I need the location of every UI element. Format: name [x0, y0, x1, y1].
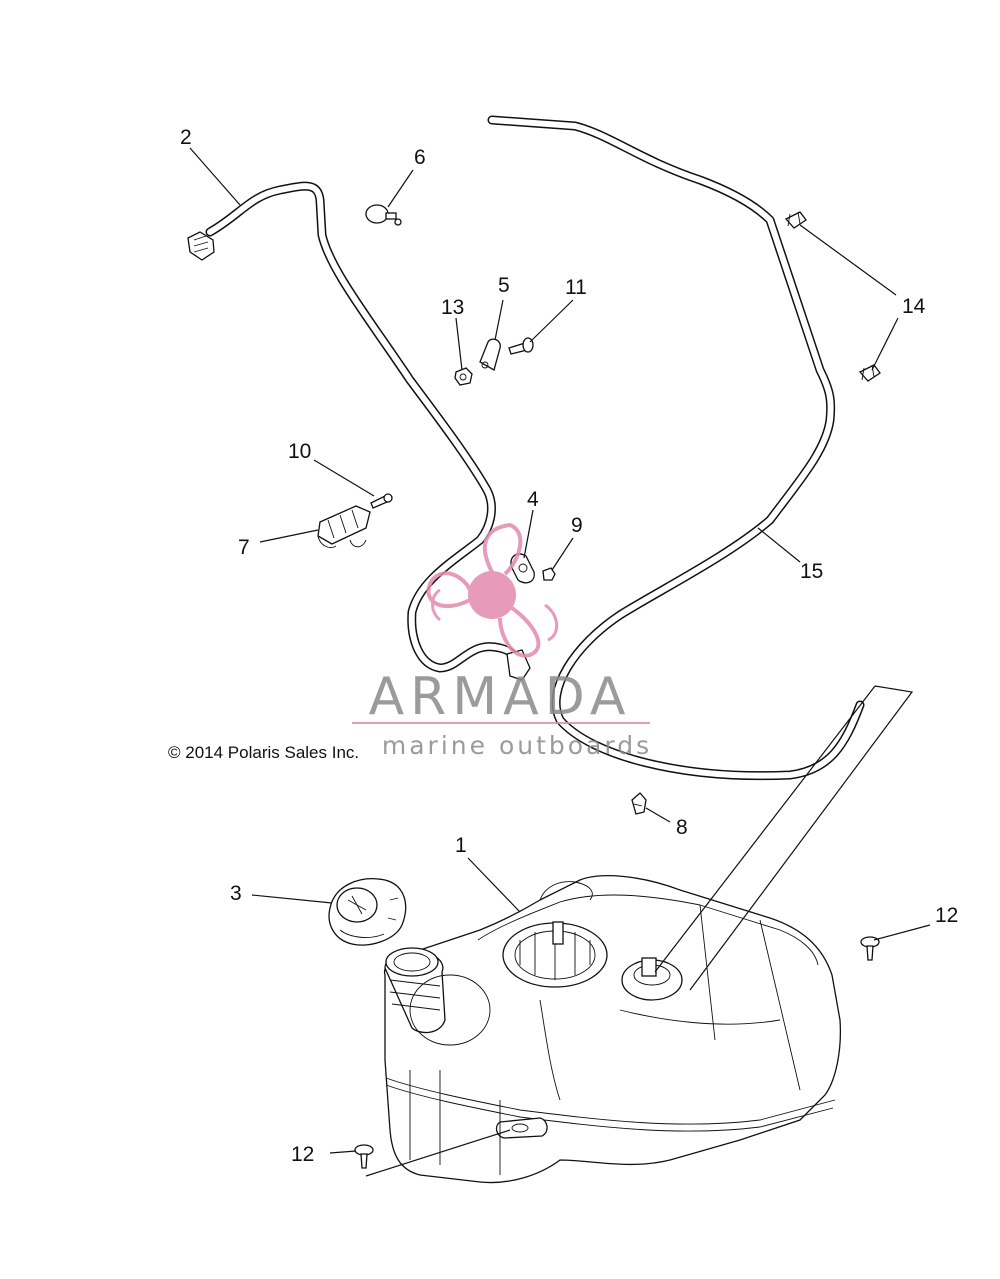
part-14-clips	[784, 211, 881, 382]
callout-11: 11	[565, 276, 587, 299]
copyright-notice: © 2014 Polaris Sales Inc.	[168, 743, 359, 762]
callout-10: 10	[288, 440, 311, 463]
watermark-brand: ARMADA	[369, 667, 632, 727]
leader-lines	[189, 147, 931, 1177]
part-5-clamp	[479, 338, 501, 371]
part-11-screw	[508, 337, 534, 355]
part-9-nut	[542, 567, 556, 581]
callout-9: 9	[571, 514, 583, 537]
callout-6: 6	[414, 146, 426, 169]
callout-4: 4	[527, 488, 539, 511]
callout-3: 3	[230, 882, 242, 905]
part-12-rivet-left	[354, 1144, 374, 1169]
part-6-valve	[365, 204, 402, 226]
vent-hose-15	[487, 115, 865, 781]
callout-5: 5	[498, 274, 510, 297]
callout-13: 13	[441, 296, 464, 319]
part-1-fuel-tank	[383, 875, 842, 1184]
callout-7: 7	[238, 536, 250, 559]
part-3-fuel-cap	[328, 878, 407, 946]
part-13-nut	[454, 367, 473, 386]
callout-2: 2	[180, 126, 192, 149]
part-12-rivet-right	[860, 936, 880, 961]
callout-labels: 2 6 13 5 11 10 7 4 9 14 15 8 1 3 12 12	[180, 126, 958, 1166]
callout-14: 14	[902, 295, 926, 318]
armada-watermark: ARMADA marine outboards	[352, 522, 652, 760]
watermark-tagline: marine outboards	[382, 731, 652, 760]
part-10-screw	[370, 493, 393, 509]
armada-propeller-logo	[426, 522, 559, 658]
callout-1: 1	[455, 834, 467, 857]
part-8-clip	[631, 792, 647, 815]
callout-12-left: 12	[291, 1143, 314, 1166]
callout-12-right: 12	[935, 904, 958, 927]
part-7-bracket	[317, 505, 371, 548]
callout-8: 8	[676, 816, 688, 839]
hose-connector	[187, 231, 215, 261]
callout-15: 15	[800, 560, 823, 583]
